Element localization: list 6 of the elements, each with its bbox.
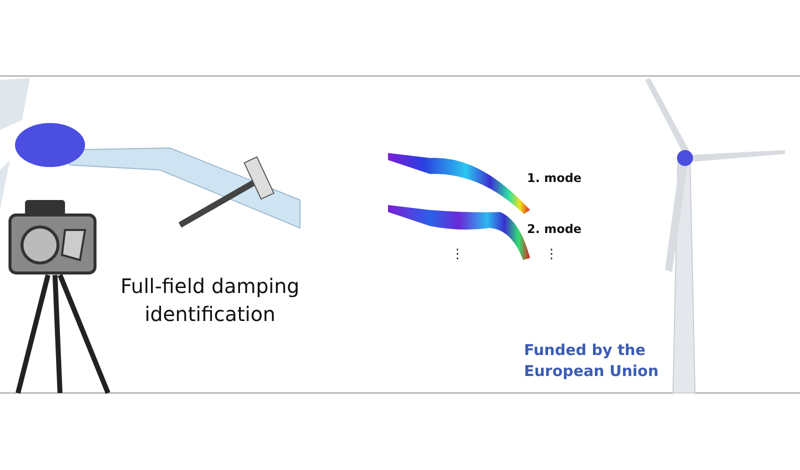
ellipsis-mark: ⋮	[451, 247, 464, 262]
mode-label: 1. mode	[527, 171, 582, 185]
mode-label: 2. mode	[527, 222, 582, 236]
funding-note: Funded by the European Union	[524, 340, 660, 382]
ellipsis-mark: ⋮	[545, 247, 558, 262]
heading-text: Full-field damping identification	[120, 273, 300, 328]
